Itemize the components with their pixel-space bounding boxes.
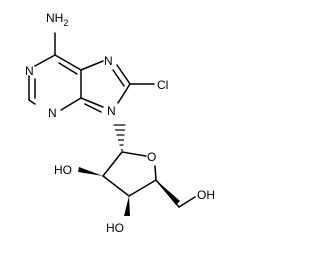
bond-n7-c8 (116, 64, 131, 85)
bond-c8-n9 (117, 83, 131, 104)
bond-c2-n3 (28, 99, 36, 105)
wedge-bond-c3prime-oh (124, 196, 130, 216)
atom-label-n3: N (48, 106, 57, 120)
hashed-bond-c1prime-n9 (113, 124, 126, 151)
bond-c5-n7 (80, 60, 104, 71)
bond-c1prime-c2prime (102, 151, 123, 177)
bond-c2prime-c3prime (102, 175, 130, 197)
structure-diagram: NH2 N N N N Cl O HO HO OH (25, 11, 215, 235)
atom-label-2prime-hydroxyl: HO (54, 163, 72, 177)
chemical-structure-figure: NH2 N N N N Cl O HO HO OH (25, 11, 215, 235)
wedge-bond-c2prime-oh (78, 167, 103, 176)
atom-label-chloro: Cl (157, 78, 168, 92)
bond-o-c1prime (121, 151, 147, 157)
bond-c6-c5 (54, 54, 82, 71)
atom-label-3prime-hydroxyl: HO (106, 221, 124, 235)
atom-label-ring-oxygen: O (147, 150, 156, 164)
atom-label-n1: N (25, 64, 34, 78)
wedge-bond-c4prime-c5prime (156, 180, 180, 205)
atom-label-5prime-hydroxyl: OH (197, 188, 215, 202)
bond-c4prime-o (154, 165, 157, 181)
bond-c6-n1 (34, 54, 56, 67)
bond-n9-c4 (80, 97, 104, 108)
bond-c3prime-c4prime (128, 179, 157, 197)
bond-c5prime-oh (178, 196, 196, 208)
bond-c6-c5-double (58, 62, 78, 75)
bond-n7-c8-double (112, 69, 125, 87)
atom-label-n7: N (104, 54, 113, 68)
amino-group-label: NH2 (46, 11, 68, 28)
bond-n3-c4 (60, 97, 82, 111)
atom-label-n9: N (107, 104, 116, 118)
bond-c4-n9-double (84, 103, 102, 113)
